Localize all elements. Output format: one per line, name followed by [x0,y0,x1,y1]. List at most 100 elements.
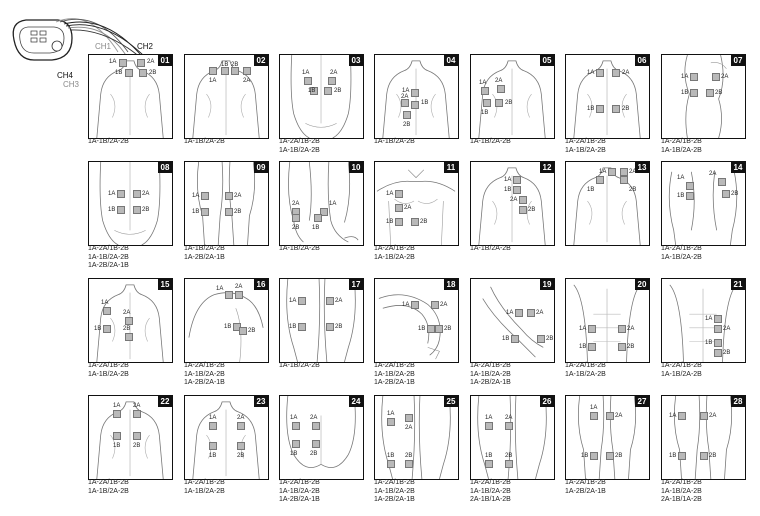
diagram-number: 16 [254,279,268,290]
electrode-pad [612,105,620,113]
electrode-label: 2B [142,207,150,213]
placement-caption-05: 1A-1B/2A-2B [470,138,570,147]
electrode-pad [133,432,141,440]
diagram-number: 13 [635,162,649,173]
electrode-label: 1B [681,90,689,96]
diagram-number: 04 [444,55,458,66]
diagram-number: 22 [158,396,172,407]
caption-line: 1A-1B/2A-2B [565,370,606,378]
electrode-label: 2A [510,197,518,203]
electrode-pad [427,325,435,333]
electrode-pad [314,214,322,222]
electrode-label: 1B [587,187,595,193]
caption-line: 1A-2A/1B-2B [374,245,415,252]
electrode-pad [405,460,413,468]
electrode-pad [125,333,133,341]
electrode-label: 1B [485,453,493,459]
diagram-number: 08 [158,162,172,173]
electrode-label: 1B [115,70,123,76]
electrode-label: 2A [237,415,245,421]
electrode-label: 2B [444,326,452,332]
electrode-label: 1A [504,177,512,183]
electrode-label: 2B [709,453,717,459]
electrode-pad [326,323,334,331]
caption-line: 1A-1B/2A-2B [661,146,702,154]
electrode-label: 2B [334,88,342,94]
electrode-pad [686,182,694,190]
body-outline [673,396,733,479]
caption-line: 1A-1B/2A-2B [374,253,415,261]
electrode-label: 2A [723,326,731,332]
electrode-pad [686,192,694,200]
electrode-label: 2B [234,209,242,215]
electrode-label: 1A [590,405,598,411]
electrode-label: 2B [622,106,630,112]
caption-line: 1A-2A/1B-2B [88,362,129,369]
electrode-pad [201,208,209,216]
electrode-label: 1A [402,88,410,94]
electrode-pad [588,325,596,333]
body-outline [482,286,544,358]
caption-line: 1A-2B/2A-1B [184,253,225,261]
diagram-number: 10 [349,162,363,173]
electrode-label: 2B [505,100,513,106]
electrode-label: 1B [502,336,510,342]
electrode-pad [320,208,328,216]
channel-label-ch2: CH2 [137,42,154,51]
electrode-pad [113,432,121,440]
electrode-label: 1A [479,80,487,86]
electrode-pad [401,99,409,107]
electrode-pad [137,59,145,67]
electrode-pad [403,111,411,119]
diagram-number: 12 [540,162,554,173]
electrode-pad [312,440,320,448]
electrode-pad [117,206,125,214]
electrode-pad [515,309,523,317]
electrode-pad [519,196,527,204]
body-outline [684,55,727,138]
electrode-pad [235,291,243,299]
caption-line: 1A-1B/2A-2B [374,370,415,378]
body-outline [192,60,260,138]
electrode-pad [431,301,439,309]
electrode-label: 2B [123,326,131,332]
body-outline [290,55,352,138]
caption-line: 1A-1B/2A-2B [88,370,129,378]
diagram-number: 17 [349,279,363,290]
electrode-label: 1A [302,70,310,76]
electrode-pad [405,414,413,422]
electrode-label: 1B [418,326,426,332]
electrode-label: 2B [405,453,413,459]
electrode-label: 1A [485,415,493,421]
electrode-pad [324,87,332,95]
electrode-pad [298,297,306,305]
caption-line: 1A-2A/1B-2B [565,479,606,486]
electrode-pad [225,192,233,200]
diagram-number: 11 [444,162,458,173]
electrode-pad [505,422,513,430]
electrode-pad [298,323,306,331]
electrode-pad [395,190,403,198]
diagram-number: 20 [635,279,649,290]
caption-line: 1A-2A/1B-2B [661,245,702,252]
electrode-pad [527,309,535,317]
electrode-label: 2B [546,336,554,342]
caption-line: 1A-1B/2A-2B [470,245,511,252]
electrode-label: 1A [108,191,116,197]
electrode-label: 2A [310,415,318,421]
caption-line: 2A-1B/1A-2B [661,496,702,503]
